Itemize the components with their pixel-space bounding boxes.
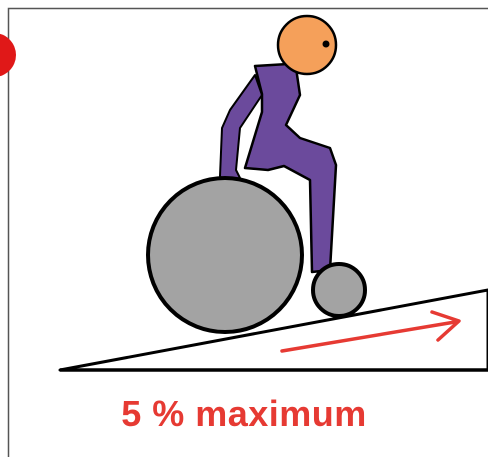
slope-caption: 5 % maximum <box>0 392 488 436</box>
large-wheel <box>148 178 302 332</box>
small-caster-wheel <box>313 264 365 316</box>
wheelchair-user-icon <box>148 16 365 332</box>
person-eye <box>323 41 330 48</box>
red-badge-icon <box>0 33 16 77</box>
